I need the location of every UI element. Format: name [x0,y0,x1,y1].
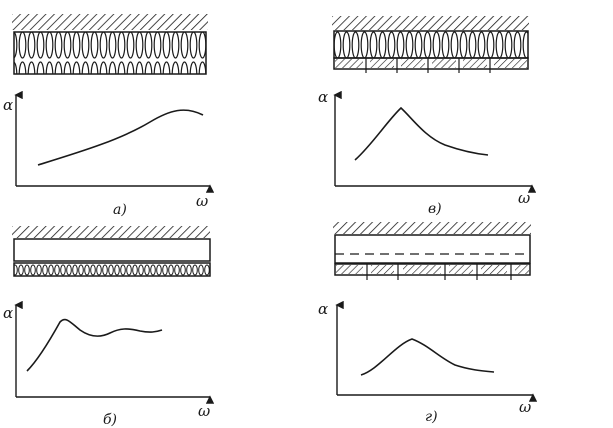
material-sketch-b [12,226,211,277]
panel-b: α ω б) [3,226,215,428]
plot-b: α ω б) [3,300,215,428]
panel-caption: г) [425,409,438,425]
air-gap [334,234,531,264]
y-axis-label: α [3,96,13,114]
plot-g: α ω г) [318,300,538,425]
perforated-plate [334,263,531,280]
porous-layer [14,263,210,276]
wall-hatch [332,16,529,30]
material-sketch-v [332,16,529,73]
panel-caption: а) [113,202,127,218]
wall-hatch [12,226,210,238]
x-axis-label: ω [196,192,208,210]
panel-caption: в) [428,201,442,217]
absorption-curve [37,109,204,166]
x-axis-label: ω [518,189,530,207]
panel-a: α ω а) [3,14,215,218]
material-sketch-a [12,14,208,75]
panel-caption: б) [103,412,117,428]
y-axis-label: α [3,304,13,322]
wall-hatch [12,14,208,30]
air-gap [13,238,211,262]
absorption-curve [26,318,163,372]
porous-layer [334,31,528,58]
porous-layer-border [13,262,211,277]
material-sketch-g [333,222,531,280]
plot-v: α ω в) [318,88,537,217]
absorption-curve [354,106,489,161]
plot-a: α ω а) [3,90,215,218]
panel-g: α ω г) [318,222,538,425]
x-axis-label: ω [198,402,210,420]
panel-v: α ω в) [318,16,537,217]
x-axis-label: ω [519,398,531,416]
absorption-curve [360,338,495,376]
perforated-plate [333,57,529,73]
porous-layer-border [13,31,207,75]
porous-layer [14,32,206,74]
y-axis-label: α [318,300,328,318]
wall-hatch [333,222,531,234]
y-axis-label: α [318,88,328,106]
